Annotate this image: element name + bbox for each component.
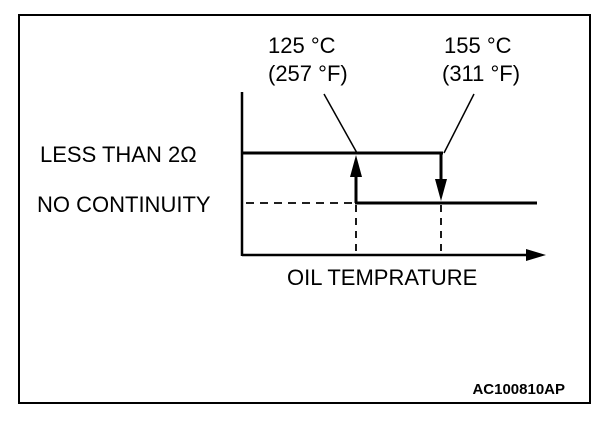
x-axis-label: OIL TEMPRATURE [287,265,477,290]
switch-off-arrowhead [435,179,447,201]
high-temp-leader-line [443,93,475,154]
high-temp-celsius-label: 155 °C [444,33,512,58]
low-resistance-state-label: LESS THAN 2Ω [40,142,197,167]
low-temp-leader-line [323,93,358,154]
low-temp-celsius-label: 125 °C [268,33,336,58]
x-axis-arrowhead [526,249,546,261]
no-continuity-state-label: NO CONTINUITY [37,192,211,217]
diagram-frame [18,14,591,404]
switch-on-arrowhead [350,155,362,177]
figure-code: AC100810AP [472,381,565,398]
high-temp-fahrenheit-label: (311 °F) [442,61,520,86]
low-temp-fahrenheit-label: (257 °F) [268,61,348,86]
